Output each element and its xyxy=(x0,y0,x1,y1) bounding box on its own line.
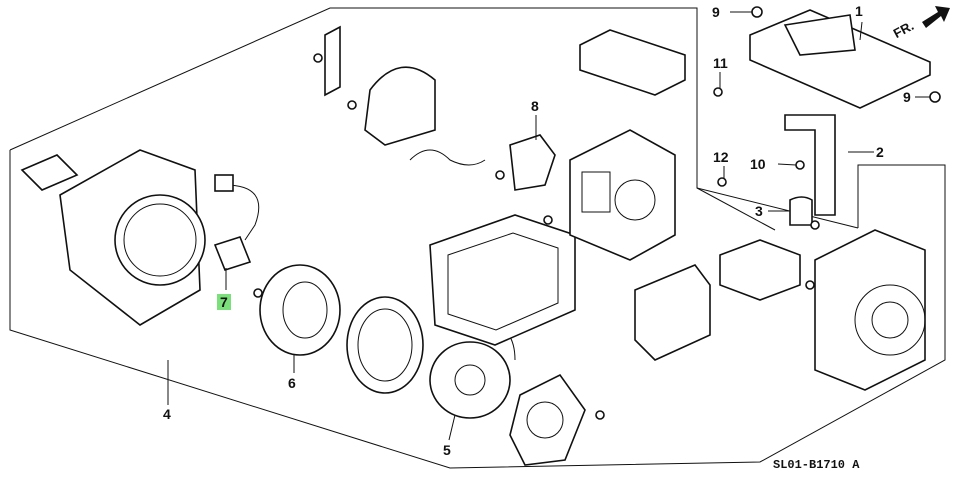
part-2-duct xyxy=(784,114,836,216)
callout-8: 8 xyxy=(531,98,539,114)
front-arrow-icon xyxy=(922,6,950,28)
bracket xyxy=(324,25,341,97)
callout-4: 4 xyxy=(163,406,171,422)
motor-cover xyxy=(509,373,586,466)
callout-6: 6 xyxy=(288,375,296,391)
callout-9-right: 9 xyxy=(903,89,911,105)
heater-core xyxy=(634,264,711,361)
filter-frame xyxy=(429,214,576,346)
group-outline xyxy=(9,7,859,229)
fan-gasket xyxy=(346,296,424,394)
mode-door xyxy=(719,239,801,301)
callout-7-highlighted[interactable]: 7 xyxy=(217,294,231,310)
callout-11: 11 xyxy=(713,55,728,71)
group-outline-lower xyxy=(9,150,946,469)
diagram-code: SL01-B1710 A xyxy=(773,458,860,472)
part-6-fan xyxy=(259,264,341,356)
callout-1: 1 xyxy=(855,3,863,19)
subgroup-outline xyxy=(696,187,776,231)
leader-lines xyxy=(225,11,930,441)
part-1-opening xyxy=(783,14,856,56)
callout-3: 3 xyxy=(755,203,763,219)
part-8-actuator xyxy=(509,134,556,191)
housing-cap xyxy=(20,154,79,191)
callout-9-top: 9 xyxy=(712,4,720,20)
resistor-wire xyxy=(224,184,260,241)
part-3-seal xyxy=(789,196,813,226)
top-seal-frame xyxy=(579,29,686,96)
callout-12: 12 xyxy=(713,149,729,165)
callout-2: 2 xyxy=(876,144,884,160)
actuator-wire xyxy=(409,149,486,166)
callout-10: 10 xyxy=(750,156,766,172)
right-housing xyxy=(814,229,926,391)
housing-fan-opening xyxy=(114,194,206,286)
heater-housing xyxy=(569,129,676,261)
resistor-connector xyxy=(214,174,234,192)
callout-5: 5 xyxy=(443,442,451,458)
part-7-resistor xyxy=(213,236,252,271)
upper-housing xyxy=(364,66,436,146)
part-5-motor xyxy=(429,341,511,419)
